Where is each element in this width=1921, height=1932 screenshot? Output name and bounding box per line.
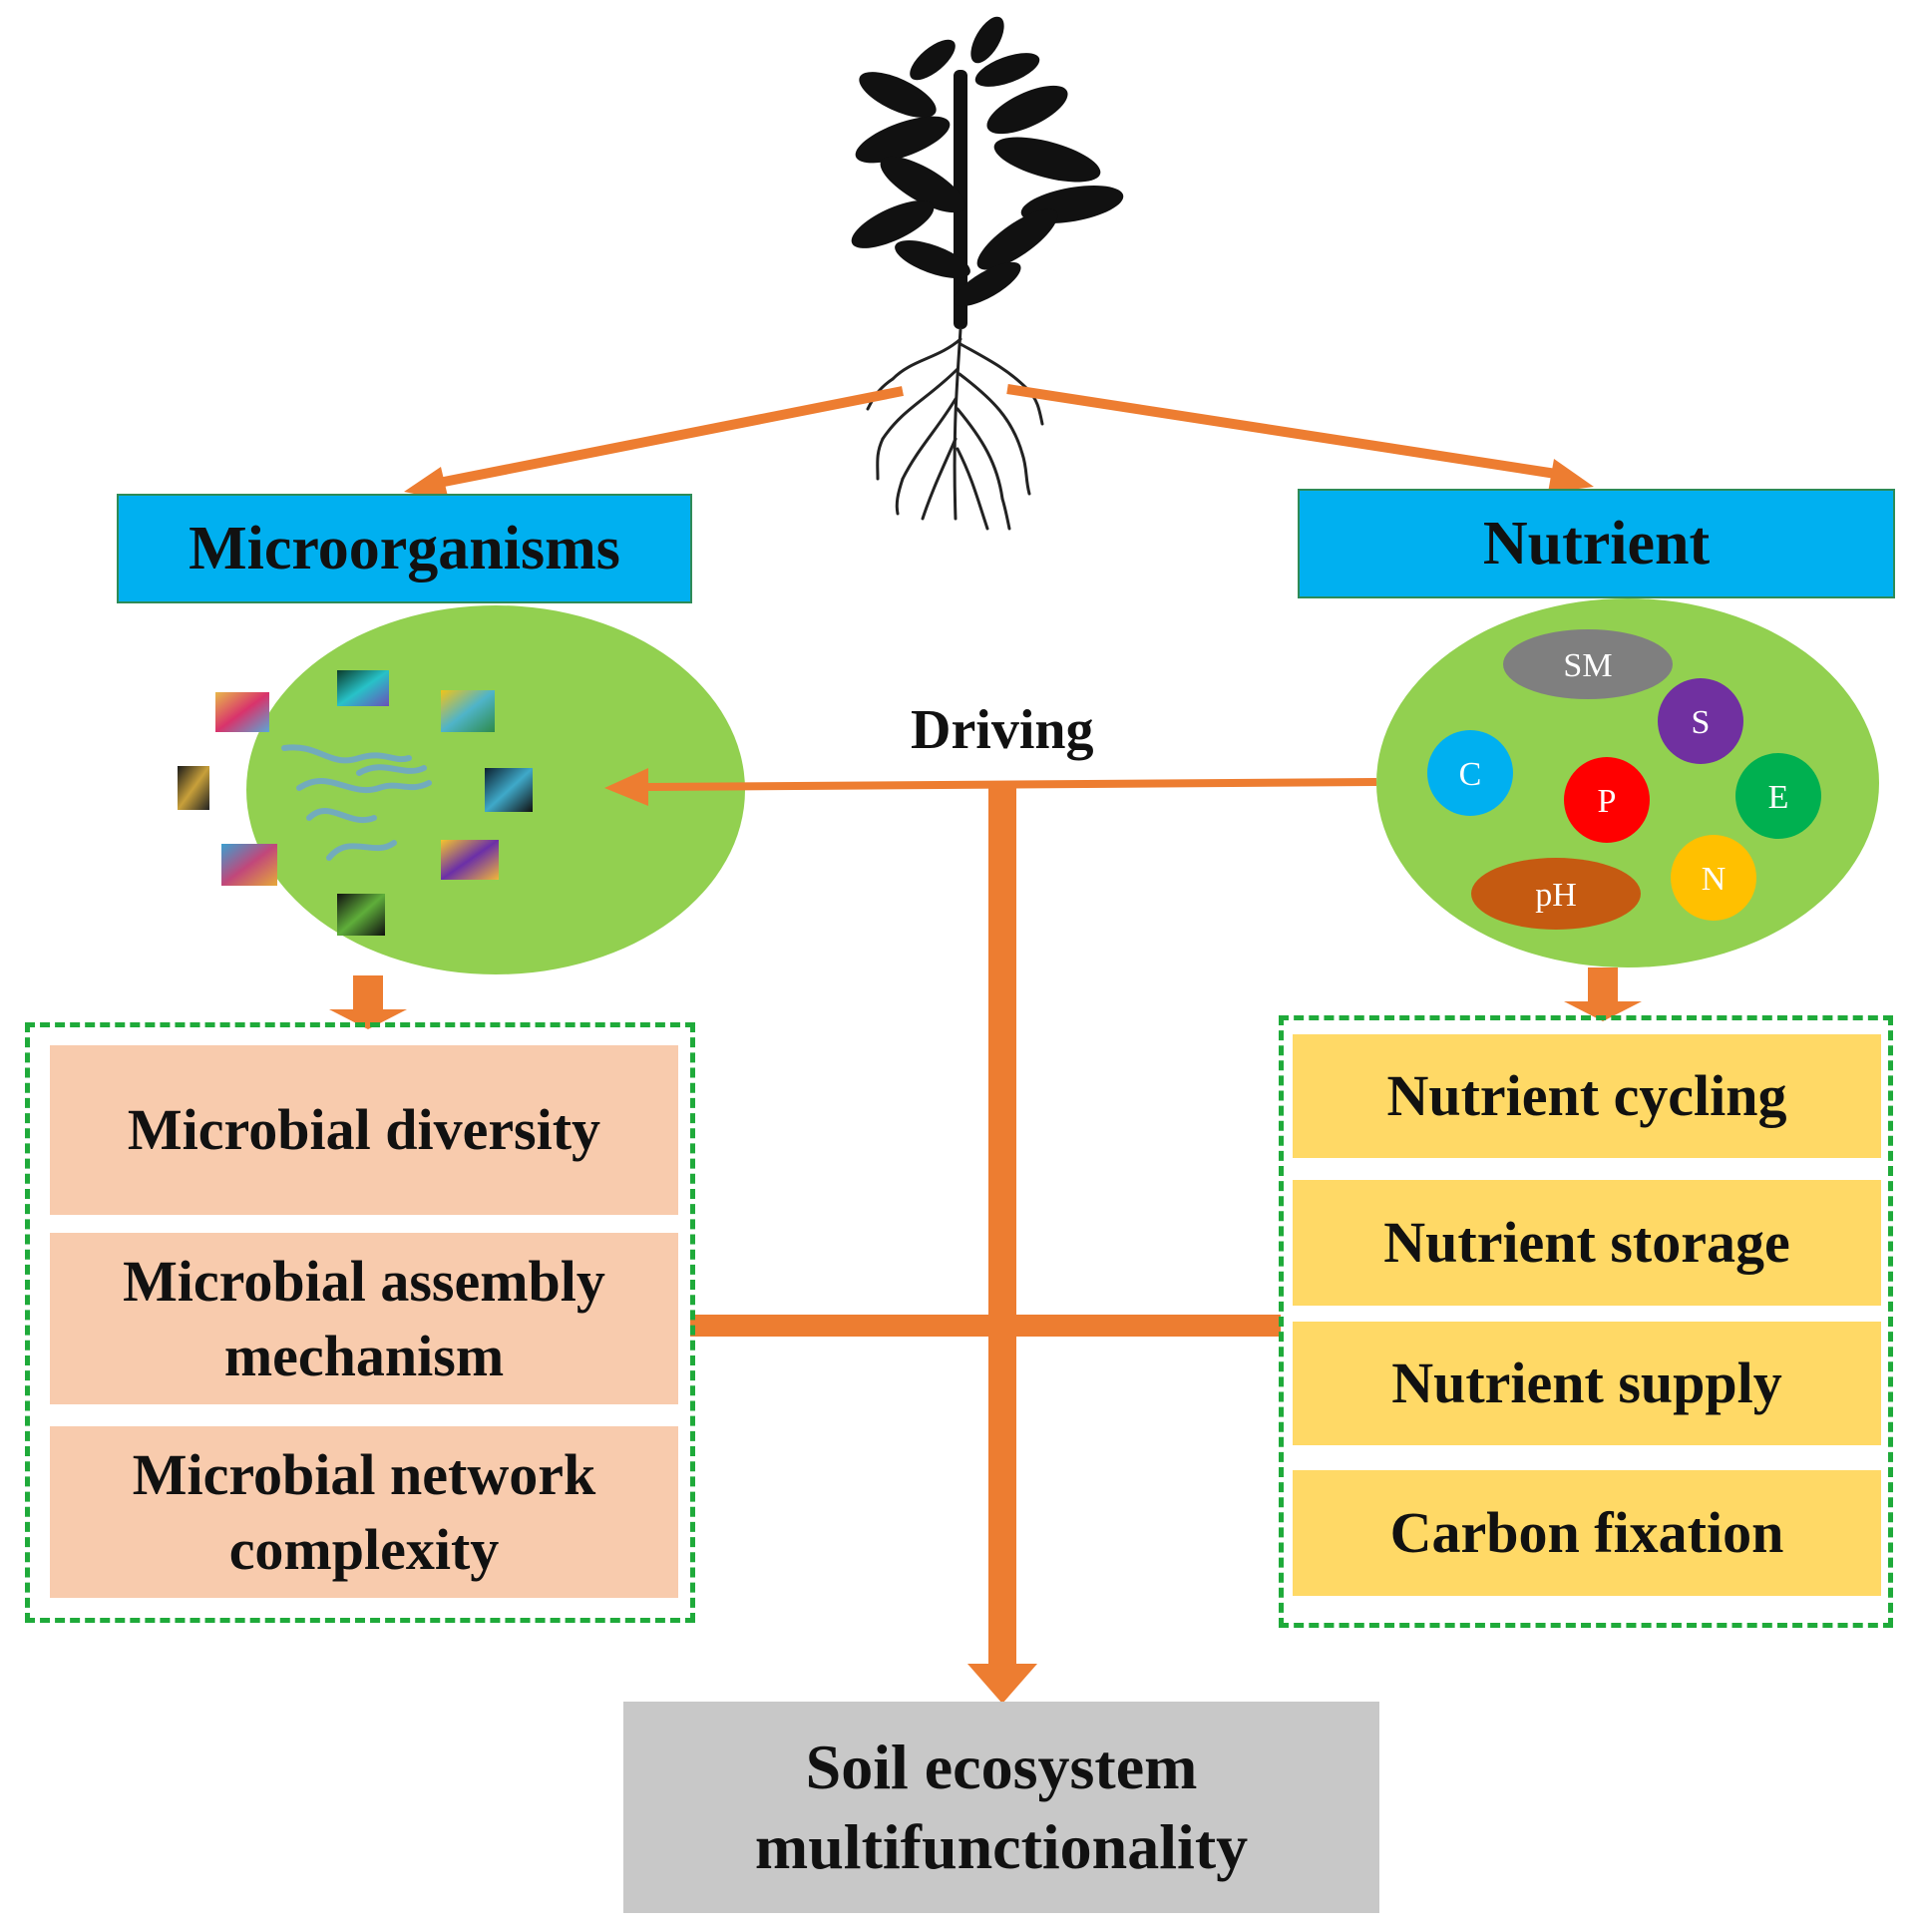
plant-with-roots-icon: [851, 16, 1124, 531]
s-factor-shape: [1658, 678, 1743, 764]
microbial-diversity-item: Microbial diversity: [50, 1045, 678, 1215]
n-factor-label: N: [1702, 861, 1727, 898]
c-factor: C: [1427, 730, 1513, 816]
n-factor-shape: [1671, 835, 1756, 921]
e-factor: E: [1735, 753, 1821, 839]
sm-factor-shape: [1503, 629, 1673, 699]
c-factor-label: C: [1459, 756, 1482, 793]
microorganisms-outcomes-group: [25, 1022, 695, 1623]
ph-factor-shape: [1471, 858, 1641, 930]
sm-factor: SM: [1503, 629, 1673, 699]
plant-to-nutrient-arrow: [1006, 384, 1594, 493]
nutrient-header: Nutrient: [1298, 489, 1895, 598]
microbial-assembly-item: Microbial assembly mechanism: [50, 1233, 678, 1404]
nutrient-cycling-item: Nutrient cycling: [1293, 1034, 1881, 1158]
plant-to-microorganisms-arrow: [404, 386, 904, 501]
ph-factor-label: pH: [1535, 877, 1577, 914]
p-factor-shape: [1564, 757, 1650, 843]
ph-factor: pH: [1471, 858, 1641, 930]
c-factor-shape: [1427, 730, 1513, 816]
nutrient-outcomes-group: [1279, 1015, 1893, 1628]
microbe-images: [178, 670, 533, 936]
nutrient-factors: SM S C P E pH: [1427, 629, 1821, 930]
soil-multifunctionality-output: Soil ecosystem multifunctionality: [623, 1702, 1379, 1913]
microbial-network-item: Microbial network complexity: [50, 1426, 678, 1598]
nutrient-supply-item: Nutrient supply: [1293, 1322, 1881, 1445]
nutrient-down-arrow: [1564, 967, 1642, 1021]
microorganisms-down-arrow: [329, 975, 407, 1029]
central-trunk-arrow: [967, 783, 1037, 1704]
s-factor: S: [1658, 678, 1743, 764]
n-factor: N: [1671, 835, 1756, 921]
p-factor: P: [1564, 757, 1650, 843]
driving-label: Driving: [911, 699, 1094, 761]
groups-connector: [690, 1315, 1281, 1337]
p-factor-label: P: [1598, 783, 1617, 820]
microorganisms-header: Microorganisms: [117, 494, 692, 603]
e-factor-label: E: [1768, 779, 1789, 816]
e-factor-shape: [1735, 753, 1821, 839]
carbon-fixation-item: Carbon fixation: [1293, 1470, 1881, 1596]
nutrient-storage-item: Nutrient storage: [1293, 1180, 1881, 1306]
sm-factor-label: SM: [1563, 647, 1612, 684]
s-factor-label: S: [1692, 704, 1711, 741]
